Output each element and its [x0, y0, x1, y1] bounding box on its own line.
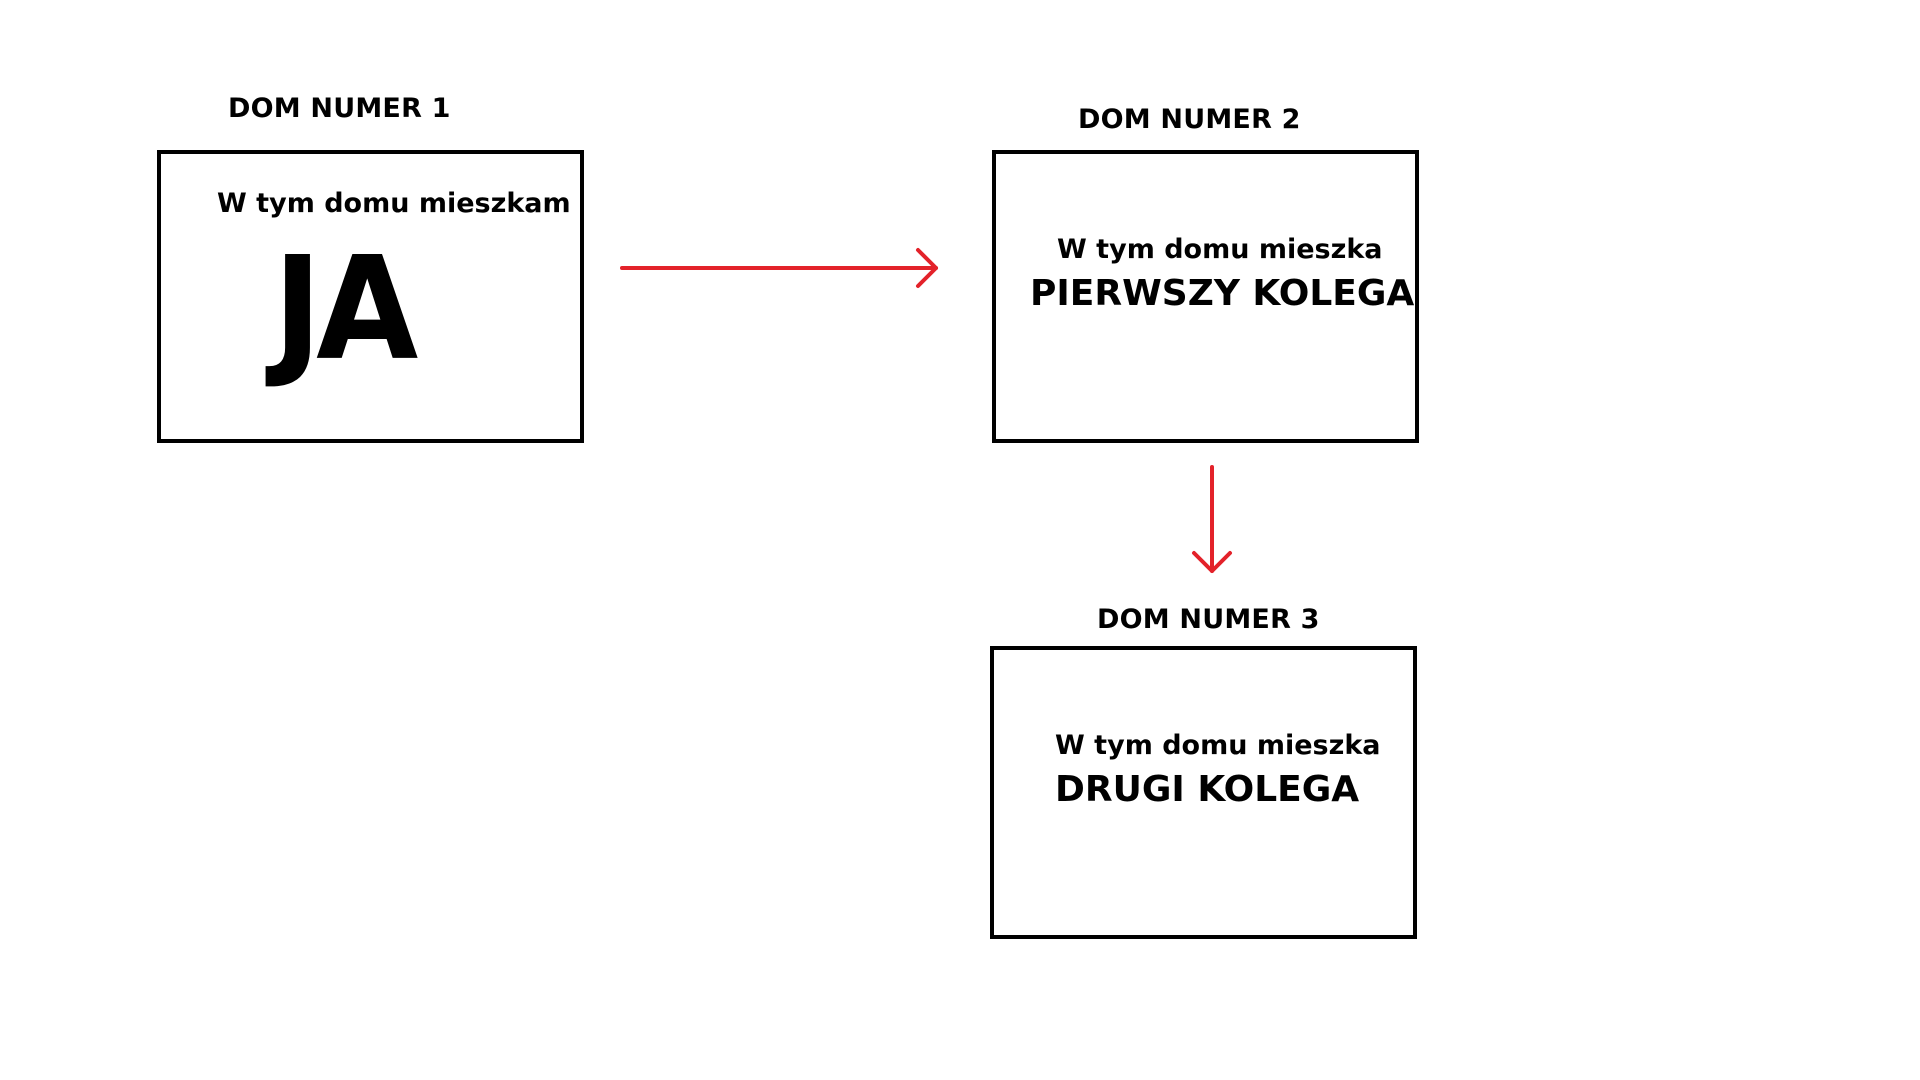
house-3-intro: W tym domu mieszka — [1055, 730, 1381, 761]
house-2-title: DOM NUMER 2 — [1078, 104, 1301, 135]
arrow-house2-to-house3 — [1192, 465, 1232, 573]
house-3-title: DOM NUMER 3 — [1097, 604, 1320, 635]
house-2-box: W tym domu mieszka PIERWSZY KOLEGA — [992, 150, 1419, 443]
house-3-box: W tym domu mieszka DRUGI KOLEGA — [990, 646, 1417, 939]
house-3-resident: DRUGI KOLEGA — [1055, 769, 1360, 810]
house-2-intro: W tym domu mieszka — [1057, 234, 1383, 265]
house-1-box: W tym domu mieszkam JA — [157, 150, 584, 443]
arrow-house1-to-house2 — [620, 248, 938, 288]
house-1-title: DOM NUMER 1 — [228, 93, 451, 124]
house-1-resident: JA — [273, 226, 418, 393]
house-1-intro: W tym domu mieszkam — [217, 188, 571, 219]
house-2-resident: PIERWSZY KOLEGA — [1030, 273, 1415, 314]
